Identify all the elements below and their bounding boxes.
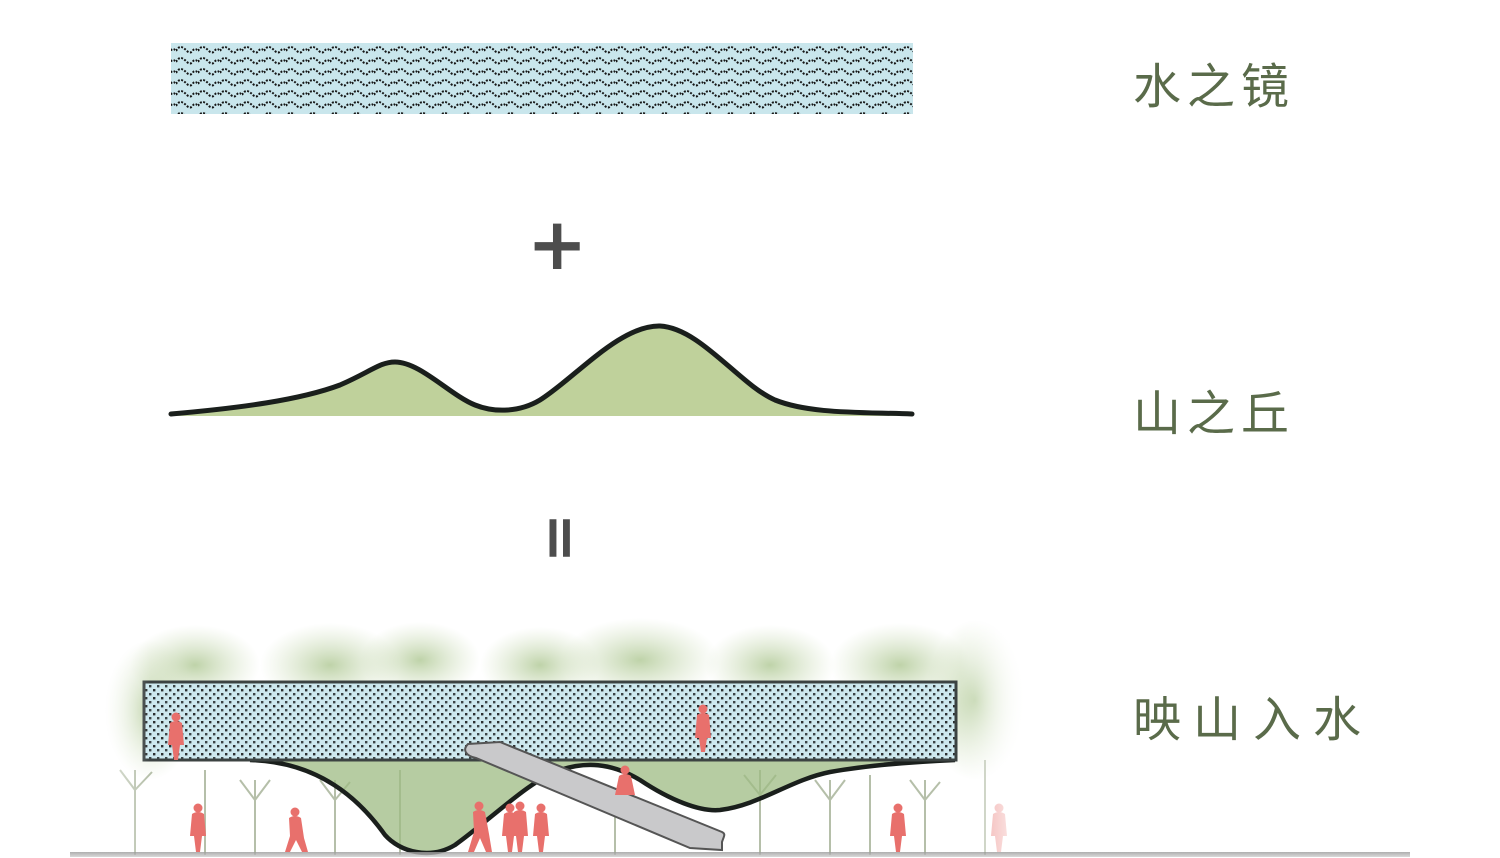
water-mirror-band — [171, 43, 913, 114]
label-hill: 山之丘 — [1133, 386, 1296, 442]
ground-line — [70, 852, 1410, 857]
water-deck — [142, 680, 958, 762]
inverted-hill-mass — [146, 760, 955, 853]
hill-profile — [168, 323, 915, 417]
label-reflection: 映山入水 — [1133, 692, 1374, 748]
label-water-mirror: 水之镜 — [1133, 59, 1296, 115]
inverted-hill-outline — [249, 757, 956, 856]
person-on-deck-center — [695, 704, 711, 752]
ramp — [464, 740, 726, 852]
plus-operator: + — [527, 202, 588, 286]
equals-operator: = — [526, 512, 597, 564]
person-ramp — [615, 765, 635, 795]
section-drawing — [70, 618, 1410, 857]
person-on-deck-left — [168, 712, 184, 760]
